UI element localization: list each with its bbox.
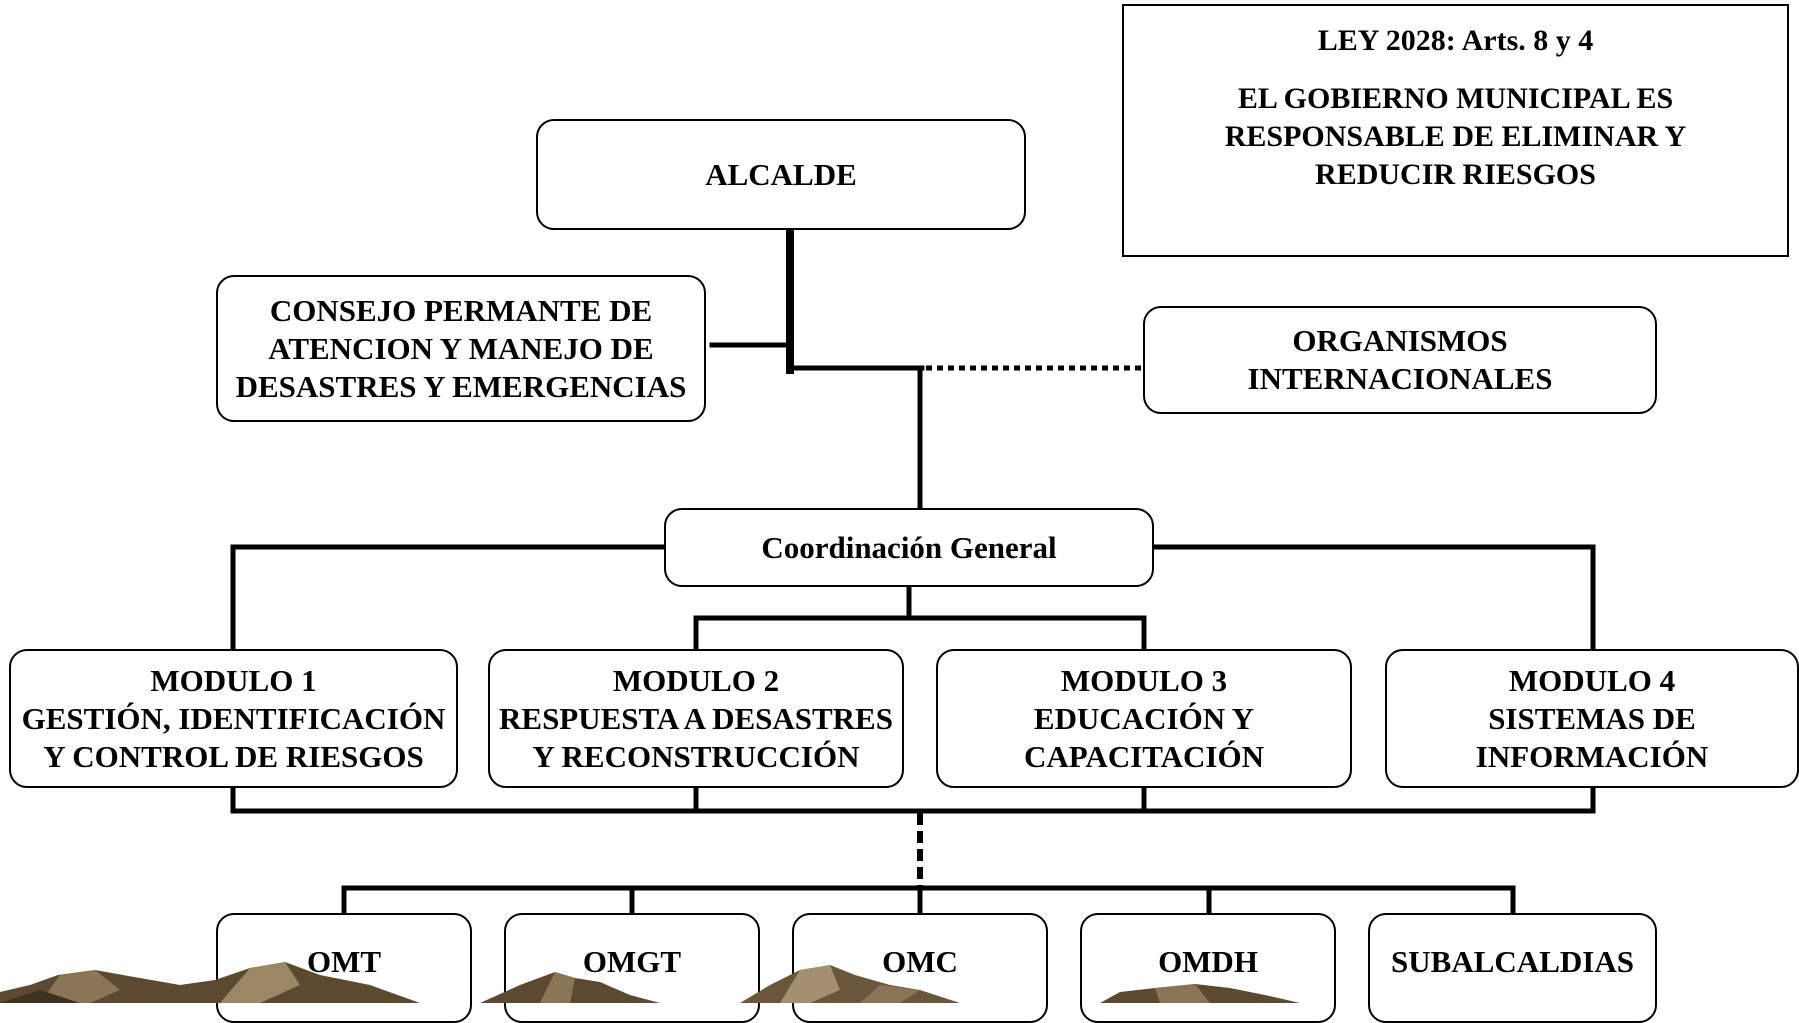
alcalde-box: ALCALDE: [536, 119, 1026, 230]
coordinacion-label: Coordinación General: [761, 529, 1057, 565]
law-text: EL GOBIERNO MUNICIPAL ES RESPONSABLE DE …: [1224, 82, 1687, 191]
law-title: LEY 2028: Arts. 8 y 4: [1317, 24, 1594, 57]
modulo-4-box: MODULO 4 SISTEMAS DE INFORMACIÓN: [1385, 649, 1799, 788]
office-omdh-box: OMDH: [1080, 913, 1336, 1023]
modulo-1-box: MODULO 1 GESTIÓN, IDENTIFICACIÓN Y CONTR…: [9, 649, 458, 788]
consejo-box: CONSEJO PERMANTE DE ATENCION Y MANEJO DE…: [216, 275, 706, 422]
office-omgt-box: OMGT: [504, 913, 760, 1023]
organismos-box: ORGANISMOS INTERNACIONALES: [1143, 306, 1657, 414]
office-subalcaldias-box: SUBALCALDIAS: [1368, 913, 1657, 1023]
coordinacion-box: Coordinación General: [664, 508, 1154, 587]
law-note: LEY 2028: Arts. 8 y 4 EL GOBIERNO MUNICI…: [1122, 4, 1789, 257]
office-omc-box: OMC: [792, 913, 1048, 1023]
modulo-2-box: MODULO 2 RESPUESTA A DESASTRES Y RECONST…: [488, 649, 904, 788]
modulo-3-box: MODULO 3 EDUCACIÓN Y CAPACITACIÓN: [936, 649, 1352, 788]
office-omt-box: OMT: [216, 913, 472, 1023]
alcalde-label: ALCALDE: [705, 156, 857, 192]
